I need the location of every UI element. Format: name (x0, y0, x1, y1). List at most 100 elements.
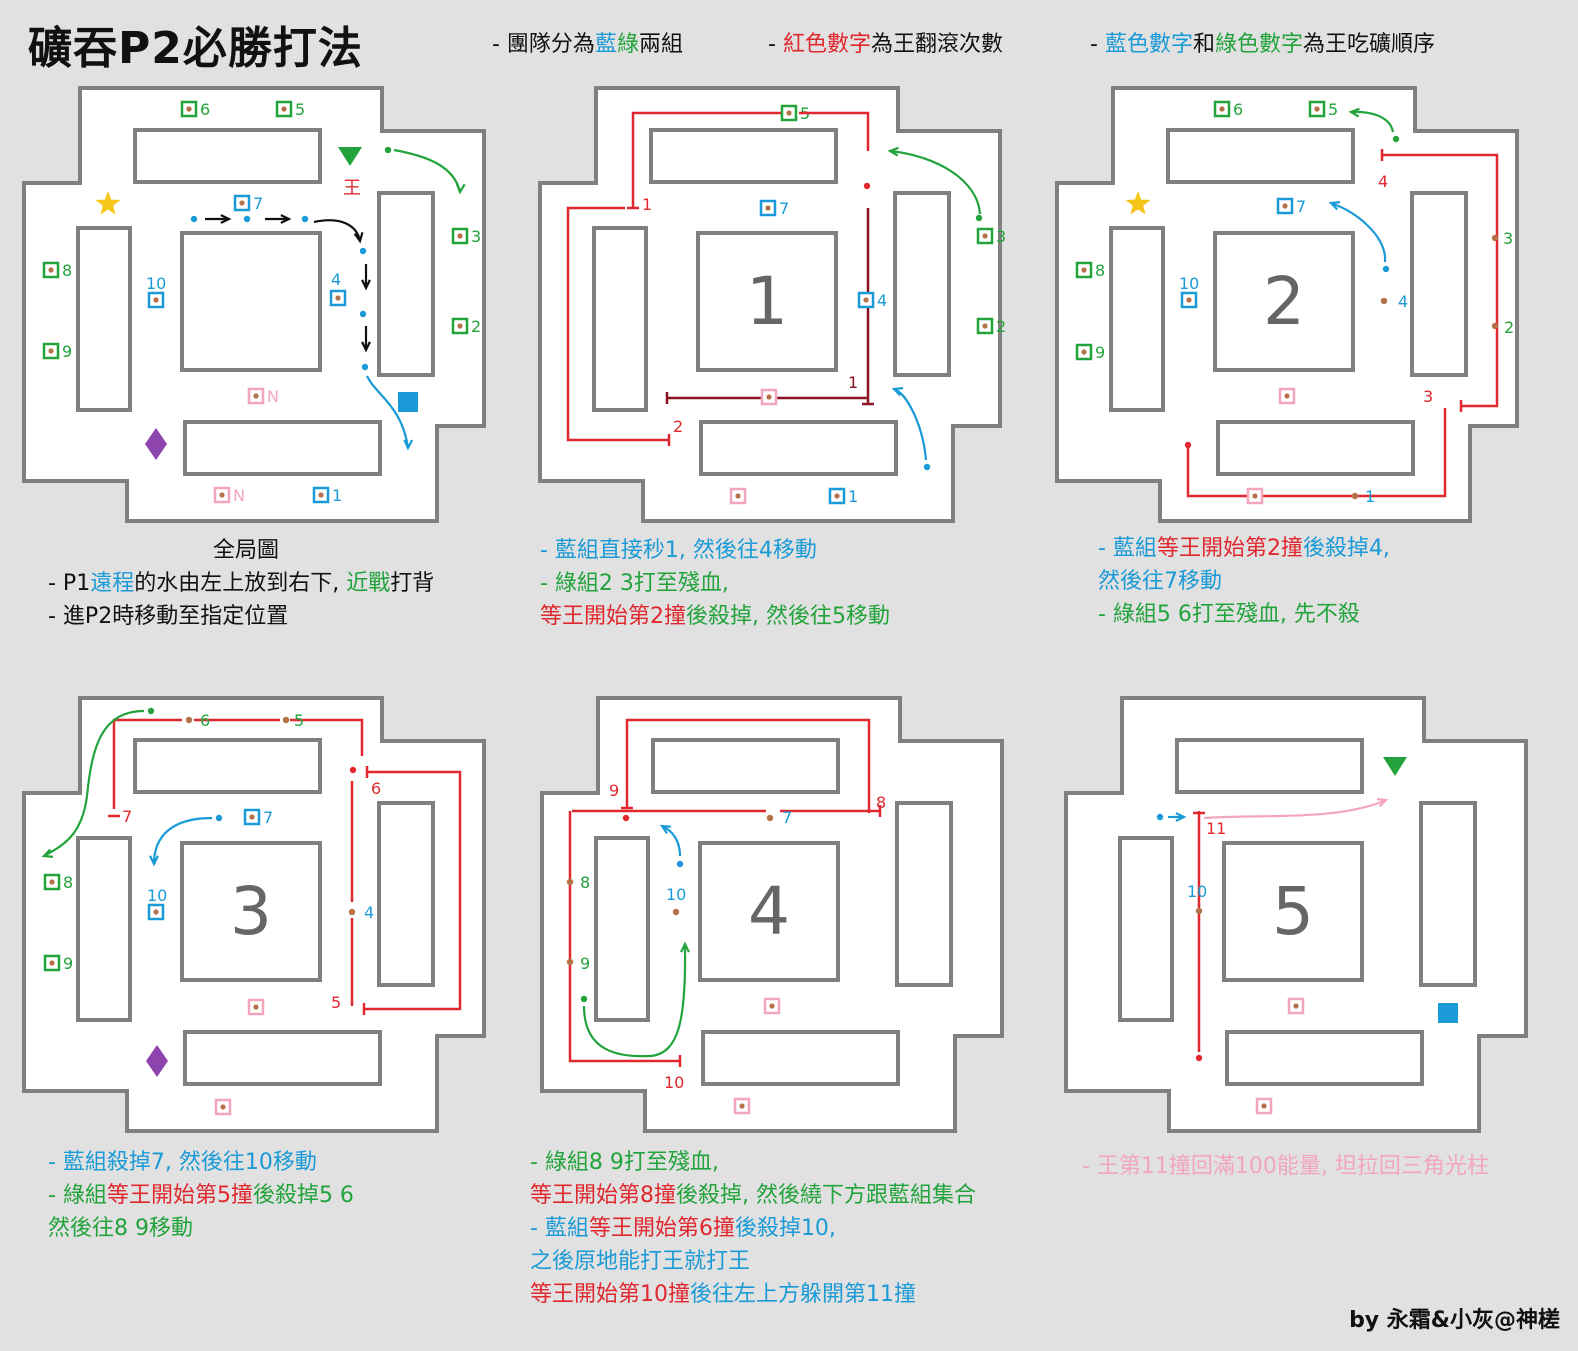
wall-bottom (699, 420, 898, 476)
ore-marker (976, 317, 994, 335)
position-dot (359, 310, 367, 318)
ore-dot (219, 492, 225, 498)
position-dot (1392, 135, 1400, 143)
wall-bottom (183, 420, 382, 476)
arrow-head (41, 848, 54, 859)
credit: by 永霜&小灰@神槎 (1349, 1308, 1560, 1333)
position-dot (580, 995, 588, 1003)
arrow-head (361, 341, 371, 353)
caption-segment: 等王開始第2撞 (540, 604, 686, 629)
caption-line: - 藍組殺掉7, 然後往10移動 (48, 1146, 354, 1179)
caption-segment: 近戰 (346, 571, 391, 596)
arrow-head (353, 232, 364, 244)
position-dot (676, 860, 684, 868)
ore-dot (1081, 267, 1087, 273)
legend-red-numbers: - 紅色數字為王翻滾次數 (768, 26, 1003, 58)
position-dot (672, 908, 680, 916)
move-arrow (43, 709, 145, 857)
page-title: 礦吞P2必勝打法 (28, 23, 363, 74)
map-label: 8 (63, 873, 73, 892)
ore-dot (335, 295, 341, 301)
wall-bottom (183, 1030, 382, 1086)
ore-dot (739, 1103, 745, 1109)
path-line (1186, 444, 1249, 498)
caption-phase-2: - 藍組等王開始第2撞後殺掉4, 然後往7移動- 綠組5 6打至殘血, 先不殺 (1098, 532, 1390, 631)
legend-segment: 和 (1192, 32, 1215, 57)
position-dot (349, 766, 357, 774)
ore-marker (1075, 261, 1093, 279)
legend-segment: 綠色數字 (1214, 32, 1303, 57)
arrow-head (455, 183, 466, 195)
path-line (1263, 408, 1447, 498)
map-label: 7 (782, 808, 792, 827)
caption-segment: 等王開始第8撞 (530, 1183, 676, 1208)
map-label: 2 (471, 317, 481, 336)
legend-segment: 為王翻滾次數 (870, 32, 1003, 57)
arrow-head (403, 439, 414, 451)
ore-marker (1075, 343, 1093, 361)
arena (22, 86, 486, 523)
wall-top (133, 738, 322, 794)
caption-segment: 然後往8 9移動 (48, 1216, 193, 1241)
arrow-head (220, 214, 232, 224)
caption-segment: - 綠組8 9打至殘血, (530, 1150, 719, 1175)
caption-phase-1: - 藍組直接秒1, 然後往4移動- 綠組2 3打至殘血, 等王開始第2撞後殺掉,… (540, 534, 890, 633)
caption-segment: - 藍組 (1098, 536, 1157, 561)
ore-marker (451, 317, 469, 335)
position-dot (301, 215, 309, 223)
arena (1064, 696, 1528, 1133)
position-dot (566, 958, 574, 966)
map-label: 9 (580, 954, 590, 973)
caption-segment: - 藍組殺掉7, 然後往10移動 (48, 1150, 317, 1175)
path-line (1382, 153, 1499, 408)
ore-marker (763, 997, 781, 1015)
position-dot (766, 814, 774, 822)
ore-marker (180, 100, 198, 118)
wall-bottom (1225, 1030, 1424, 1086)
ore-dot (153, 909, 159, 915)
ore-marker (43, 873, 61, 891)
ore-marker (1308, 100, 1326, 118)
map-label: 10 (1179, 274, 1199, 293)
path-line (566, 206, 669, 442)
ore-dot (253, 1004, 259, 1010)
wall-left (592, 226, 648, 412)
map-label: 8 (1095, 261, 1105, 280)
diamond-icon (145, 428, 167, 460)
ore-marker (275, 100, 293, 118)
caption-segment: 後殺掉4, (1302, 536, 1390, 561)
ore-dot (239, 200, 245, 206)
map-label: 11 (1206, 819, 1226, 838)
caption-segment: - 王第11撞回滿100能量, 坦拉回三角光柱 (1082, 1154, 1489, 1179)
map-label: 10 (666, 885, 686, 904)
caption-segment: 等王開始第6撞 (588, 1216, 735, 1241)
path-line (625, 718, 871, 813)
path-line (631, 111, 781, 208)
map-label: 4 (1398, 292, 1408, 311)
map-label: 9 (63, 954, 73, 973)
ore-marker (733, 1097, 751, 1115)
map-label: 4 (1378, 172, 1388, 191)
caption-line: - 綠組5 6打至殘血, 先不殺 (1098, 598, 1390, 631)
ore-marker (828, 487, 846, 505)
ore-dot (1293, 1003, 1299, 1009)
caption-segment: 等王開始第5撞 (106, 1183, 253, 1208)
map-label: 5 (1328, 100, 1338, 119)
wall-right (377, 801, 435, 987)
ore-dot (253, 393, 259, 399)
ore-marker (759, 199, 777, 217)
caption-segment: 之後原地能打王就打王 (530, 1249, 751, 1274)
position-dot (622, 814, 630, 822)
caption-segment: 後殺掉10, (734, 1216, 836, 1241)
wall-top (649, 128, 838, 184)
phase-number: 3 (230, 873, 272, 950)
move-arrow (152, 816, 213, 865)
caption-phase-4: - 綠組8 9打至殘血, 等王開始第8撞後殺掉, 然後繞下方跟藍組集合- 藍組等… (530, 1146, 976, 1311)
triangle-icon (338, 147, 362, 166)
wall-left (1109, 226, 1165, 412)
ore-marker (243, 808, 261, 826)
